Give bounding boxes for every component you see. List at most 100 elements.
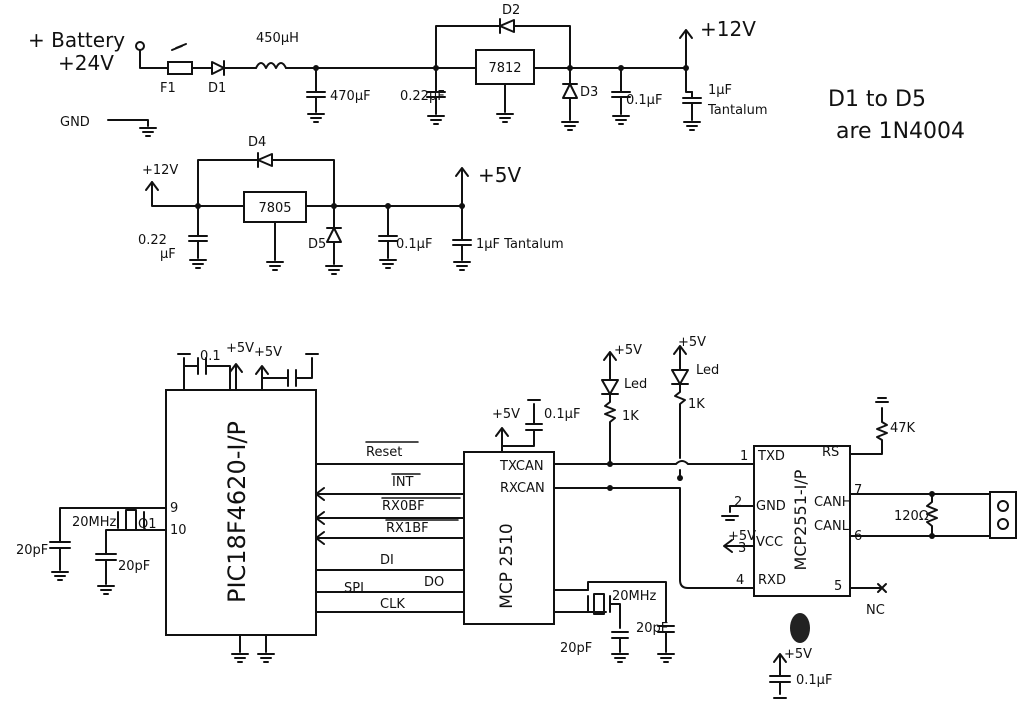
signal-reset: Reset [366,445,402,460]
diode-d2-icon [499,18,515,34]
cap-01uf-b [378,229,398,248]
cap-1uf-a [682,91,702,110]
pin-canl-label: CANL [814,519,850,534]
crystal-label: 20MHz [72,515,117,530]
mcu-5v-a-label: +5V [226,341,254,356]
cap-470uf [306,85,326,104]
battery-label: + Battery [28,28,125,52]
transceiver-cap-label: 0.1µF [796,673,832,688]
out-12v-label: +12V [700,17,756,41]
inductor-label: 450µH [256,31,299,46]
pin-gnd-label: GND [756,499,786,514]
mcu-section: PIC18F4620-I/P 0.1 +5V +5V 9 10 20MHz Q1… [16,341,465,663]
nc-label: NC [866,603,885,618]
pin4-label: 4 [736,573,744,588]
diode-d3-icon [562,83,578,99]
battery-voltage-label: +24V [58,51,114,75]
led-b-5v-label: +5V [678,335,706,350]
gnd-label: GND [60,115,90,130]
mcu-cap-20pf-a-label: 20pF [16,543,48,558]
mcp2510-cap-label: 0.1µF [544,407,580,422]
termination-resistor-icon [926,493,938,537]
led-b-icon [671,369,689,385]
signal-spi: SPI [344,581,364,596]
led-a-label: Led [624,377,647,392]
diode-d1-icon [211,60,225,76]
transceiver-vcc-5v-label: +5V [728,529,756,544]
pin1-label: 1 [740,449,748,464]
can-controller-name: MCP 2510 [497,523,517,608]
led-section: +5V Led 1K +5V Led 1K [601,335,719,491]
transceiver-cap-5v-label: +5V [784,647,812,662]
mcu-pin9-label: 9 [170,501,178,516]
transceiver-cap-icon [769,675,791,699]
cap-01uf-a-label: 0.1µF [626,93,662,108]
led-a-res-label: 1K [622,409,639,424]
diode-d3-label: D3 [580,85,598,100]
regulator-5v-section: +12V D4 7805 0.22 µF D5 0.1µF +5V 1µF Ta… [138,135,564,275]
signal-di: DI [380,553,394,568]
pin-txd-label: TXD [757,449,785,464]
transceiver-chip [753,445,851,597]
led-b-res-label: 1K [688,397,705,412]
led-b-label: Led [696,363,719,378]
diode-d5-icon [326,227,342,243]
regulator-7805-label: 7805 [258,201,291,216]
mcu-cap-20pf-b-icon [95,553,117,585]
fuse-mark-icon [171,43,187,51]
cap-1uf-a-label: 1µF [708,83,732,98]
transceiver-section: MCP2551-I/P 1 TXD RS 2 GND CANH 7 VCC CA… [721,397,1017,699]
diode-d4-label: D4 [248,135,266,150]
mcp2510-cap-20pf-a-label: 20pF [560,641,592,656]
mcp2510-cap-20pf-b-label: 20pF [636,621,668,636]
crystal-ref-label: Q1 [138,517,157,532]
diode-d2-label: D2 [502,3,520,18]
arrow-12v-icon [679,29,693,69]
rxcan-label: RXCAN [500,481,545,496]
cap-022uf-b [188,229,208,248]
signal-int: INT [392,475,414,490]
pin3-label: 3 [738,541,746,556]
mcu-name: PIC18F4620-I/P [223,421,251,603]
cap-022uf-b-label-1: 0.22 [138,233,167,248]
pin-rs-label: RS [822,445,839,460]
in-12v-label: +12V [142,163,178,178]
cap-470uf-label: 470µF [330,89,371,104]
pin-rxd-label: RXD [758,573,786,588]
out-5v-label: +5V [478,163,521,187]
mcu-cap-01-icon [197,357,207,375]
signal-rx0bf: RX0BF [382,499,425,514]
regulator-7812 [475,49,535,85]
tantalum-a-label: Tantalum [707,103,768,118]
inductor-icon [255,62,287,69]
signal-clk: CLK [380,597,405,612]
power-supply-12v: + Battery +24V F1 D1 450µH 470µF GND D2 … [28,3,768,137]
cap-022uf-b-label-2: µF [160,247,176,262]
cap-1uf-b [452,233,472,252]
mcp2510-5v-label: +5V [492,407,520,422]
mcu-cap-01-label: 0.1 [200,349,221,364]
txcan-label: TXCAN [499,459,544,474]
ink-blot [790,613,810,643]
mcu-arrow-5v-a-icon [229,363,243,391]
battery-terminal [135,41,145,51]
cap-022uf-a-label: 0.22µF [400,89,445,104]
mcu-cap-02-icon [287,369,297,387]
pin2-label: 2 [734,495,742,510]
crystal-q1-icon [117,509,145,531]
mcu-gnd-top-a [177,353,191,367]
cap-01uf-b-label: 0.1µF [396,237,432,252]
note-line-1: D1 to D5 [828,87,926,112]
transceiver-name: MCP2551-I/P [791,469,810,570]
mcu-cap-20pf-a-icon [49,541,71,571]
signal-rx1bf: RX1BF [386,521,429,536]
pin5-label: 5 [834,579,842,594]
fuse-f1 [167,61,193,75]
mcu-5v-b-label: +5V [254,345,282,360]
mcu-pin10-label: 10 [170,523,187,538]
pin7-label: 7 [854,483,862,498]
arrow-5v-icon [455,167,469,207]
fuse-label: F1 [160,81,176,96]
signal-do: DO [424,575,444,590]
